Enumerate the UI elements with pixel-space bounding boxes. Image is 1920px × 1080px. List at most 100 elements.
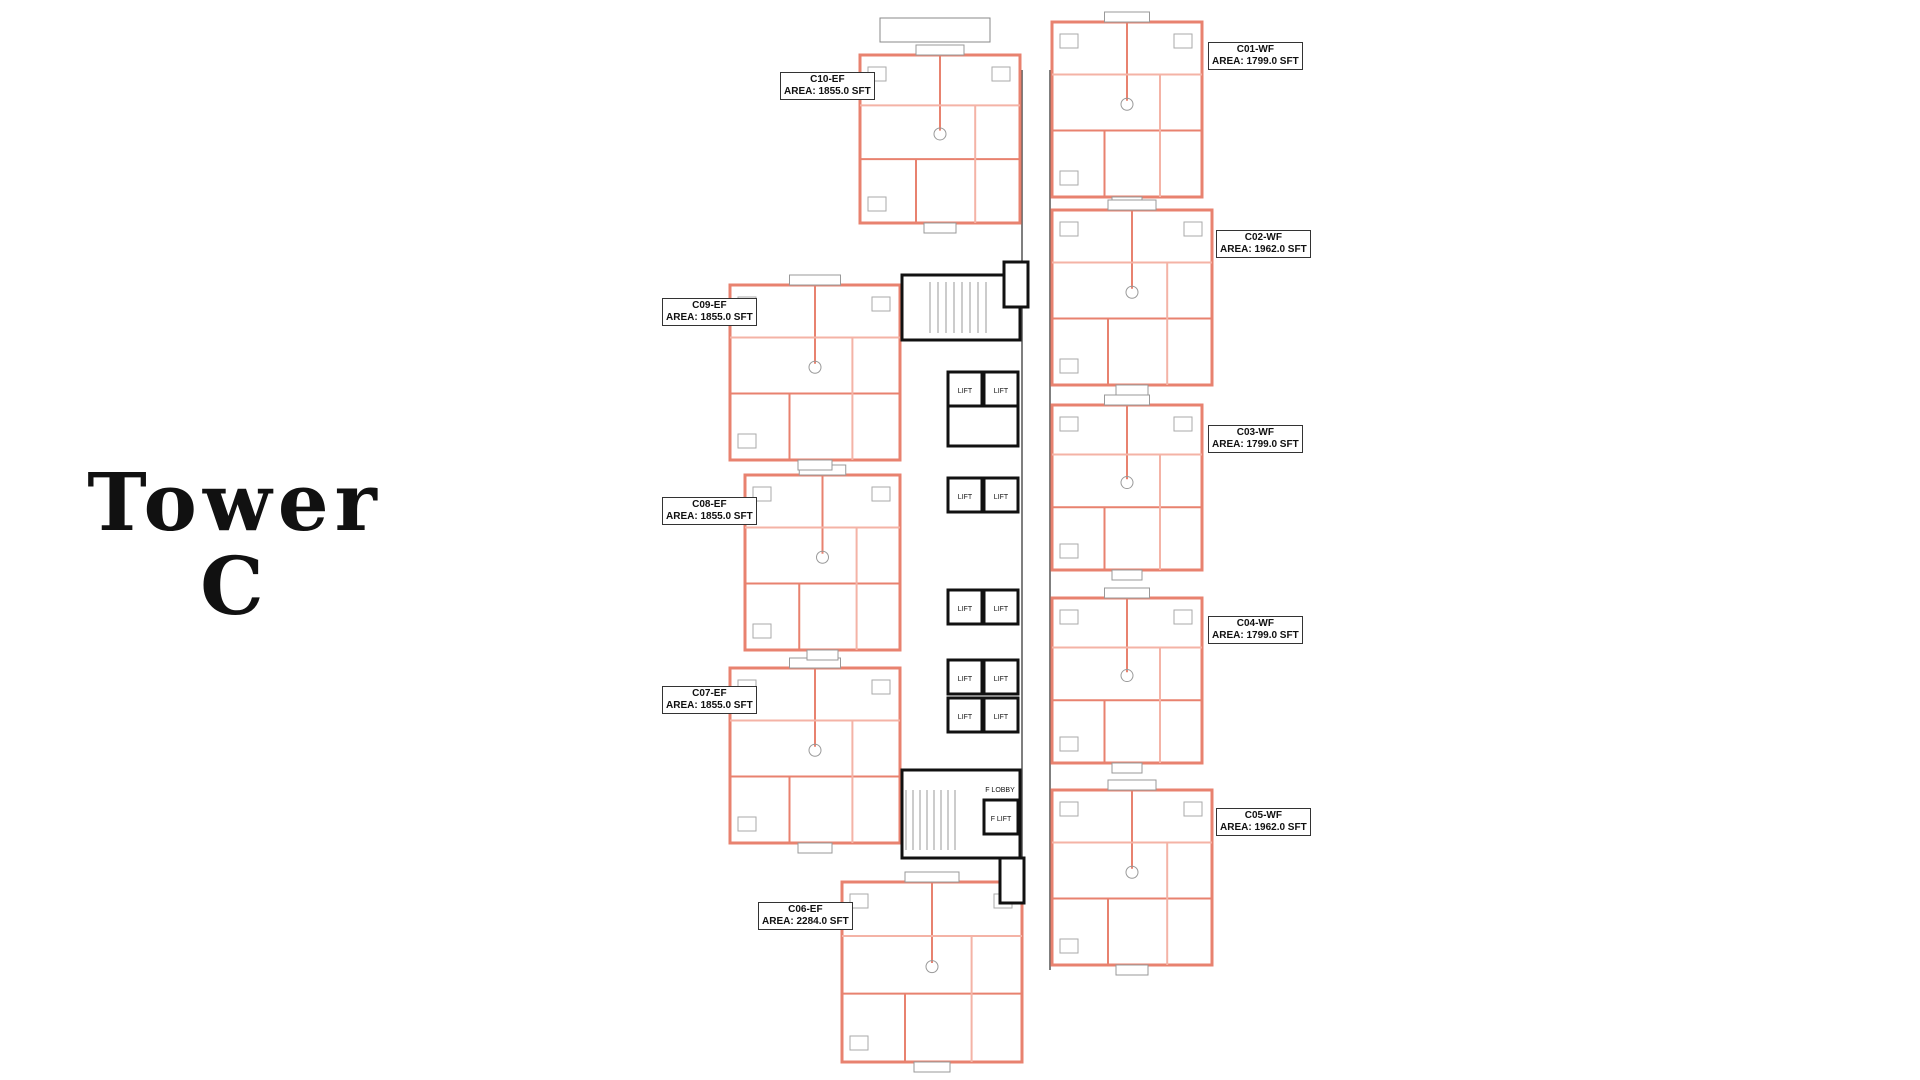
bed-icon bbox=[737, 433, 757, 449]
unit-c06-ef bbox=[840, 871, 1024, 1073]
bed-icon bbox=[871, 296, 891, 312]
lift-6-label: LIFT bbox=[994, 606, 1009, 613]
tower-title-line2: C bbox=[200, 539, 270, 633]
balcony bbox=[1104, 394, 1150, 406]
fire-lobby-label: F LOBBY bbox=[985, 787, 1015, 794]
unit-id: C08-EF bbox=[692, 499, 727, 510]
lift-6 bbox=[982, 588, 1020, 626]
lift-4-label: LIFT bbox=[994, 494, 1009, 501]
unit-c08-ef bbox=[743, 464, 902, 661]
bed-icon bbox=[1059, 543, 1079, 559]
unit-c01-wf bbox=[1050, 11, 1204, 208]
balcony bbox=[913, 1061, 951, 1073]
shaft-north bbox=[1002, 260, 1030, 309]
dining-table-icon bbox=[816, 550, 829, 564]
unit-id: C03-WF bbox=[1236, 427, 1274, 438]
balcony bbox=[1115, 384, 1149, 396]
dining-table-icon bbox=[1120, 476, 1134, 490]
lift-3-label: LIFT bbox=[958, 494, 973, 501]
lift-2 bbox=[982, 370, 1020, 408]
bed-icon bbox=[1059, 358, 1079, 374]
bed-icon bbox=[1173, 416, 1193, 432]
balcony bbox=[1111, 569, 1143, 581]
dining-table-icon bbox=[1120, 97, 1134, 111]
balcony bbox=[1107, 199, 1157, 211]
unit-area: AREA: 2284.0 SFT bbox=[762, 916, 849, 927]
north-marker-box bbox=[879, 17, 991, 43]
lift-3 bbox=[946, 476, 984, 514]
balcony bbox=[797, 842, 833, 854]
unit-id: C02-WF bbox=[1244, 232, 1282, 243]
bed-icon bbox=[1059, 170, 1079, 186]
bed-icon bbox=[1059, 221, 1079, 237]
unit-area: AREA: 1799.0 SFT bbox=[1212, 630, 1299, 641]
unit-area: AREA: 1855.0 SFT bbox=[666, 511, 753, 522]
bed-icon bbox=[1059, 609, 1079, 625]
bed-icon bbox=[1059, 801, 1079, 817]
unit-area: AREA: 1799.0 SFT bbox=[1212, 439, 1299, 450]
lift-9 bbox=[946, 696, 984, 734]
bed-icon bbox=[1059, 33, 1079, 49]
bed-icon bbox=[1059, 938, 1079, 954]
unit-c05-wf bbox=[1050, 779, 1214, 976]
dining-table-icon bbox=[1125, 865, 1139, 879]
staircase-north bbox=[900, 273, 1022, 342]
dining-table-icon bbox=[933, 127, 947, 141]
bed-icon bbox=[737, 816, 757, 832]
fire-lift-label: F LIFT bbox=[991, 816, 1012, 823]
dining-table-icon bbox=[1120, 669, 1134, 683]
lift-10 bbox=[982, 696, 1020, 734]
unit-id: C01-WF bbox=[1236, 44, 1274, 55]
unit-area: AREA: 1855.0 SFT bbox=[666, 312, 753, 323]
fire-lift bbox=[982, 798, 1020, 836]
bed-icon bbox=[752, 486, 772, 502]
unit-c07-ef bbox=[728, 657, 902, 854]
balcony bbox=[797, 459, 833, 471]
lift-4 bbox=[982, 476, 1020, 514]
unit-area: AREA: 1855.0 SFT bbox=[666, 700, 753, 711]
lift-7 bbox=[946, 658, 984, 696]
lift-5-label: LIFT bbox=[958, 606, 973, 613]
unit-c10-ef bbox=[858, 44, 1022, 234]
balcony bbox=[923, 222, 957, 234]
unit-id: C06-EF bbox=[788, 904, 823, 915]
unit-id: C05-WF bbox=[1244, 810, 1282, 821]
bed-icon bbox=[1173, 609, 1193, 625]
lift-10-label: LIFT bbox=[994, 714, 1009, 721]
unit-id: C07-EF bbox=[692, 688, 727, 699]
unit-id: C04-WF bbox=[1236, 618, 1274, 629]
bed-icon bbox=[849, 1035, 869, 1051]
unit-c04-wf bbox=[1050, 587, 1204, 774]
balcony bbox=[1107, 779, 1157, 791]
dining-table-icon bbox=[808, 743, 822, 757]
lift-1-label: LIFT bbox=[958, 388, 973, 395]
bed-icon bbox=[1173, 33, 1193, 49]
bed-icon bbox=[991, 66, 1011, 82]
bed-icon bbox=[871, 679, 891, 695]
dining-table-icon bbox=[925, 960, 939, 974]
unit-c09-ef bbox=[728, 274, 902, 471]
shaft-south bbox=[998, 856, 1026, 905]
lift-8 bbox=[982, 658, 1020, 696]
bed-icon bbox=[1059, 736, 1079, 752]
bed-icon bbox=[752, 623, 772, 639]
unit-area: AREA: 1799.0 SFT bbox=[1212, 56, 1299, 67]
unit-c02-wf bbox=[1050, 199, 1214, 396]
balcony bbox=[1111, 762, 1143, 774]
lift-1 bbox=[946, 370, 984, 408]
bed-icon bbox=[871, 486, 891, 502]
bed-icon bbox=[1183, 221, 1203, 237]
unit-area: AREA: 1962.0 SFT bbox=[1220, 244, 1307, 255]
balcony bbox=[1104, 587, 1150, 599]
unit-id: C09-EF bbox=[692, 300, 727, 311]
balcony bbox=[1115, 964, 1149, 976]
